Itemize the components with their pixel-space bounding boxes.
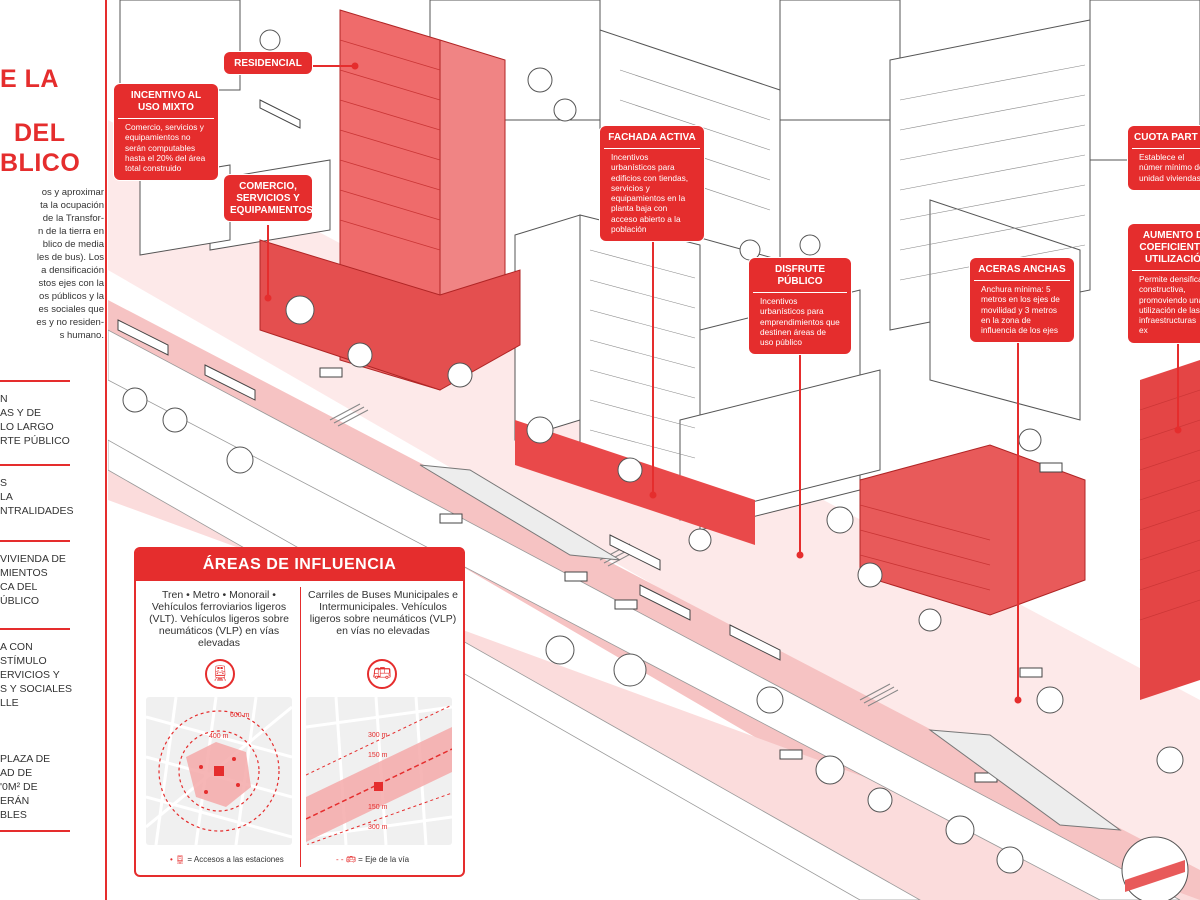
corridor-300-bottom-label: 300 m — [368, 824, 388, 831]
callout-comercio-servicios: COMERCIO, SERVICIOS Y EQUIPAMIENTOS — [224, 175, 313, 221]
strategy-section-3: VIVIENDA DE MIENTOS CA DEL ÚBLICO — [0, 540, 70, 630]
strategy-section-2: S LA NTRALIDADES — [0, 464, 74, 542]
bus-modes-text: Carriles de Buses Municipales e Intermun… — [308, 589, 458, 637]
strategy-section-1: N AS Y DE LO LARGO RTE PÚBLICO — [0, 380, 70, 466]
callout-aceras-anchas: ACERAS ANCHAS Anchura mínima: 5 metros e… — [970, 258, 1074, 343]
callout-fachada-activa: FACHADA ACTIVA Incentivos urbanísticos p… — [600, 126, 704, 242]
corridor-150-bottom-label: 150 m — [368, 804, 388, 811]
callout-cuota-parte: CUOTA PART Establece el númer mínimo de … — [1128, 126, 1200, 190]
callout-incentivo-uso-mixto: INCENTIVO AL USO MIXTO Comercio, servici… — [114, 84, 218, 181]
page-title-line-1: E LA — [0, 65, 59, 93]
strategy-section-5: PLAZA DE AD DE '0M² DE ERÁN BLES — [0, 738, 70, 832]
station-access-icon: • 🚆︎ — [170, 855, 186, 864]
station-influence-map: 600 m 400 m — [146, 697, 292, 845]
page-title-line-3: BLICO — [0, 149, 81, 177]
intro-paragraph: os y aproximar ta la ocupación de la Tra… — [36, 187, 104, 341]
strategy-section-4: A CON STÍMULO ERVICIOS Y S Y SOCIALES LL… — [0, 628, 72, 726]
corridor-300-top-label: 300 m — [368, 732, 388, 739]
callout-disfrute-publico: DISFRUTE PÚBLICO Incentivos urbanísticos… — [749, 258, 851, 355]
left-text-panel: E LA DEL BLICO os y aproximar ta la ocup… — [0, 0, 108, 900]
corridor-150-top-label: 150 m — [368, 752, 388, 759]
rail-modes-text: Tren • Metro • Monorail • Vehículos ferr… — [149, 589, 289, 649]
bus-icon: 🚌︎ — [367, 659, 397, 689]
train-icon: 🚆︎ — [205, 659, 235, 689]
corridor-influence-map: 300 m 150 m 150 m 300 m — [306, 697, 452, 845]
radius-400-label: 400 m — [209, 733, 229, 740]
column-divider — [105, 0, 107, 900]
road-axis-icon: - - 🚌︎ — [336, 855, 356, 864]
influence-areas-panel: ÁREAS DE INFLUENCIA Tren • Metro • Monor… — [134, 547, 465, 877]
radius-600-label: 600 m — [230, 712, 250, 719]
road-axis-legend: - - 🚌︎ = Eje de la vía — [336, 855, 410, 864]
influence-divider — [300, 587, 301, 867]
influence-areas-title: ÁREAS DE INFLUENCIA — [136, 549, 463, 581]
page-title-line-2: DEL — [14, 119, 66, 147]
station-access-legend: • 🚆︎ = Accesos a las estaciones — [170, 855, 284, 864]
callout-residencial: RESIDENCIAL — [224, 52, 312, 74]
callout-aumento-coeficiente: AUMENTO D COEFICIENTE UTILIZACIÓ Permite… — [1128, 224, 1200, 343]
